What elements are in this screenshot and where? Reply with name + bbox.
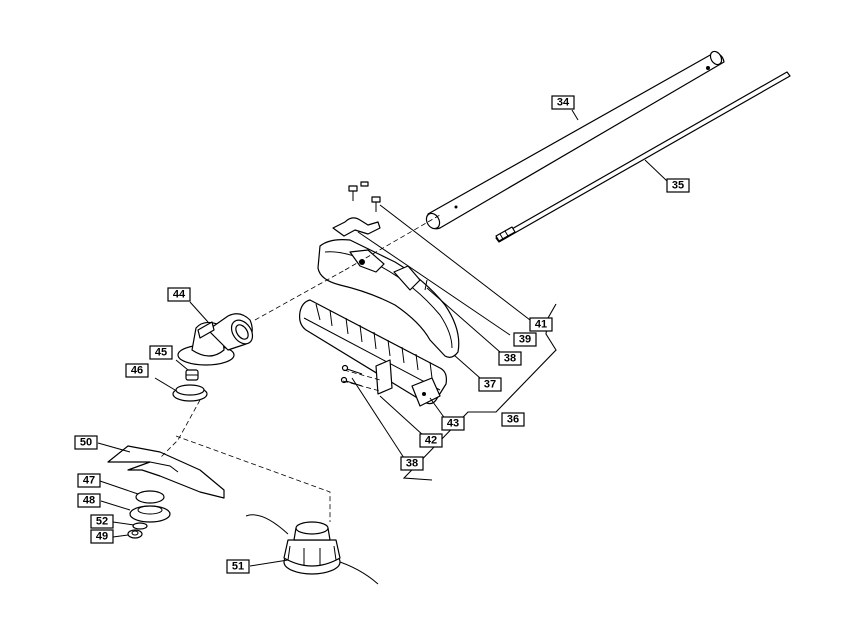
svg-text:41: 41	[535, 319, 547, 331]
callout-44: 44	[167, 287, 191, 302]
svg-text:49: 49	[96, 531, 108, 543]
callout-43: 43	[441, 416, 465, 431]
callout-48: 48	[77, 493, 101, 508]
callout-42: 42	[419, 433, 443, 448]
svg-text:35: 35	[672, 180, 684, 192]
callout-52: 52	[90, 514, 114, 529]
callout-36: 36	[501, 412, 525, 427]
svg-text:43: 43	[447, 418, 459, 430]
svg-text:38: 38	[406, 458, 418, 470]
bolts	[348, 181, 381, 212]
callout-50: 50	[74, 435, 98, 450]
svg-text:38: 38	[504, 353, 516, 365]
svg-text:34: 34	[557, 97, 570, 109]
svg-text:42: 42	[425, 435, 437, 447]
gear-head	[177, 313, 254, 366]
svg-text:50: 50	[80, 437, 92, 449]
callout-39: 39	[513, 332, 537, 347]
svg-text:51: 51	[232, 561, 244, 573]
svg-text:45: 45	[155, 347, 167, 359]
callout-35: 35	[666, 178, 690, 193]
shaft-tube	[425, 50, 725, 230]
bottom-flange	[129, 505, 171, 523]
blade-nut	[127, 529, 143, 539]
callout-37: 37	[478, 377, 502, 392]
flange-collar	[172, 384, 208, 402]
callout-38-upper: 38	[498, 351, 522, 366]
svg-text:46: 46	[131, 365, 143, 377]
callout-51: 51	[226, 559, 250, 574]
svg-text:36: 36	[507, 414, 519, 426]
callout-47: 47	[77, 473, 101, 488]
svg-text:44: 44	[173, 289, 186, 301]
callout-34: 34	[551, 95, 575, 110]
drive-shaft	[495, 71, 791, 243]
cutting-blade	[107, 445, 225, 499]
thrust-washer	[185, 369, 199, 381]
trimmer-head	[245, 514, 379, 585]
svg-text:39: 39	[519, 334, 531, 346]
screws	[340, 364, 363, 387]
grass-guard	[317, 239, 460, 358]
cup-washer	[135, 490, 165, 504]
callout-41: 41	[529, 317, 553, 332]
spring-washer	[132, 522, 148, 530]
leader-lines	[97, 109, 668, 567]
callout-38-lower: 38	[400, 456, 424, 471]
callout-46: 46	[125, 363, 149, 378]
line-cutter-plate	[375, 359, 441, 407]
svg-text:48: 48	[83, 495, 95, 507]
clamp-bracket	[332, 217, 381, 237]
svg-text:37: 37	[484, 379, 496, 391]
svg-text:52: 52	[96, 516, 108, 528]
assembly-dashed-lines	[159, 214, 441, 522]
callout-45: 45	[149, 345, 173, 360]
callout-49: 49	[90, 529, 114, 544]
svg-text:47: 47	[83, 475, 95, 487]
